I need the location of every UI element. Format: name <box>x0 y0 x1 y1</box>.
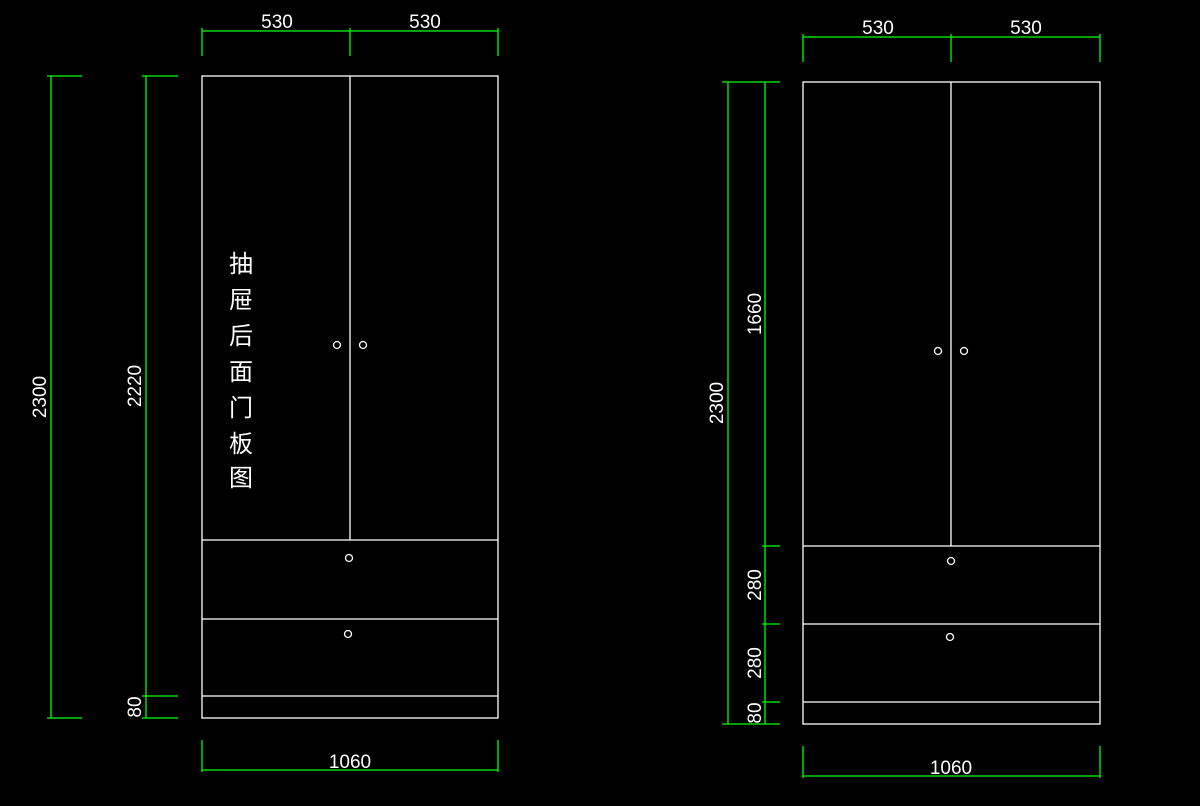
caption-char-2: 屉 <box>229 286 253 314</box>
right-dim-drawer1-height: 280 <box>745 569 766 601</box>
left-door-knob-left <box>332 340 342 350</box>
left-dimension-lines <box>47 28 499 772</box>
caption-char-4: 面 <box>229 358 253 386</box>
left-dimension-texts: 530 530 1060 2300 2220 80 <box>30 12 441 773</box>
right-dim-door-height: 1660 <box>745 293 766 335</box>
right-drawer1-knob <box>946 556 956 566</box>
right-dim-top-right-width: 530 <box>1010 18 1042 39</box>
left-dim-top-right-width: 530 <box>409 12 441 33</box>
right-dim-total-height: 2300 <box>707 382 728 424</box>
right-dim-total-width: 1060 <box>930 758 972 779</box>
left-drawer1-knob <box>344 553 354 563</box>
right-door-knob-right <box>959 346 969 356</box>
right-dim-top-left-width: 530 <box>862 18 894 39</box>
caption-char-1: 抽 <box>229 250 253 278</box>
right-door-knob-left <box>933 346 943 356</box>
caption-char-7: 图 <box>229 464 253 492</box>
left-dim-top-left-width: 530 <box>261 12 293 33</box>
left-door-knob-right <box>358 340 368 350</box>
left-wardrobe-view <box>201 75 499 719</box>
right-dim-base-height: 80 <box>745 702 766 723</box>
left-dim-body-height: 2220 <box>125 365 146 407</box>
right-wardrobe-view <box>802 81 1101 725</box>
caption-char-6: 板 <box>229 430 253 458</box>
left-dim-total-height: 2300 <box>30 376 51 418</box>
right-dimension-texts: 530 530 1060 2300 1660 280 280 80 <box>707 18 1042 779</box>
right-dimension-lines <box>722 34 1101 778</box>
left-dim-total-width: 1060 <box>329 752 371 773</box>
left-dim-base-height: 80 <box>125 696 146 717</box>
caption-char-3: 后 <box>229 322 253 350</box>
caption-char-5: 门 <box>229 394 253 422</box>
left-caption: 抽 屉 后 面 门 板 图 <box>229 250 253 492</box>
left-drawer2-knob <box>343 629 353 639</box>
right-drawer2-knob <box>945 632 955 642</box>
right-dim-drawer2-height: 280 <box>745 647 766 679</box>
